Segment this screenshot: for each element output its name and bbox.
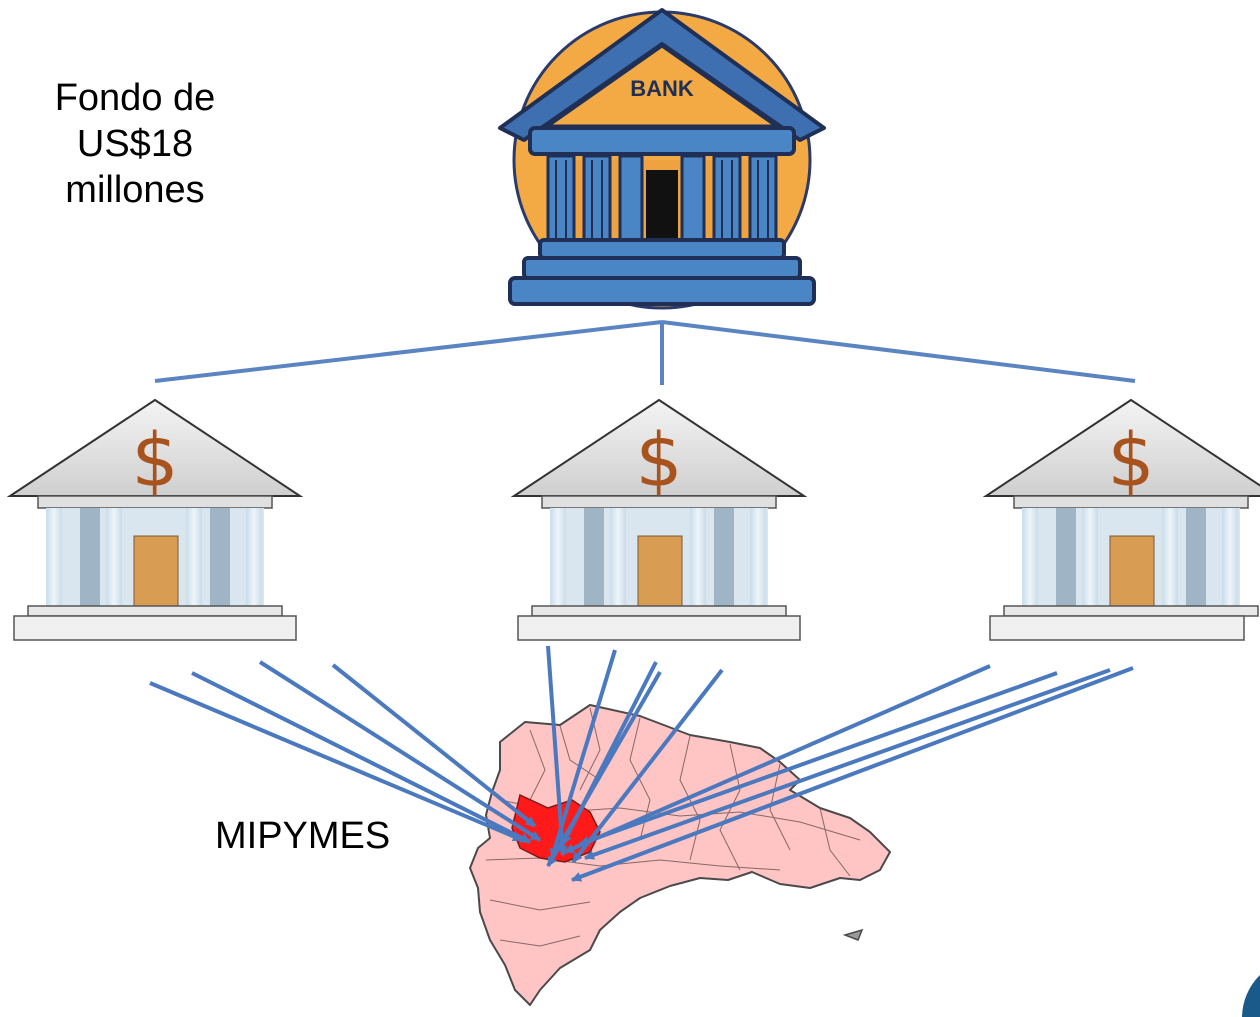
- dollar-sign: $: [1107, 418, 1154, 504]
- arrow: [549, 649, 617, 859]
- corner-logo-fragment: [1242, 975, 1260, 1017]
- arrow: [191, 671, 531, 844]
- arrow: [571, 666, 1134, 882]
- fund-label-line3: millones: [65, 169, 205, 211]
- central-bank-icon: BANK: [498, 8, 826, 310]
- dollar-sign: $: [131, 418, 178, 504]
- intermediary-bank-1: $: [6, 398, 304, 641]
- fund-label-line2: US$18: [76, 123, 194, 165]
- arrow: [579, 671, 1058, 846]
- arrow: [149, 681, 523, 842]
- arrow: [258, 660, 542, 842]
- arrow: [331, 663, 537, 828]
- arrow: [564, 664, 991, 854]
- arrow: [571, 668, 724, 864]
- dominican-republic-map-icon: [469, 704, 891, 1006]
- connector-lines: [154, 320, 1136, 385]
- mipymes-label: MIPYMES: [215, 815, 391, 857]
- arrow: [546, 645, 568, 856]
- connector-right: [661, 320, 1136, 383]
- fund-label-line1: Fondo de: [54, 77, 216, 119]
- intermediary-bank-3: $: [982, 398, 1260, 641]
- intermediary-bank-2: $: [510, 398, 808, 641]
- bank-sign-text: BANK: [630, 76, 694, 101]
- arrow: [546, 671, 662, 867]
- fund-label: Fondo de US$18 millones: [30, 75, 240, 213]
- arrows: [149, 645, 1134, 882]
- dollar-sign: $: [635, 418, 682, 504]
- arrow: [584, 668, 1111, 860]
- connector-left: [154, 320, 663, 383]
